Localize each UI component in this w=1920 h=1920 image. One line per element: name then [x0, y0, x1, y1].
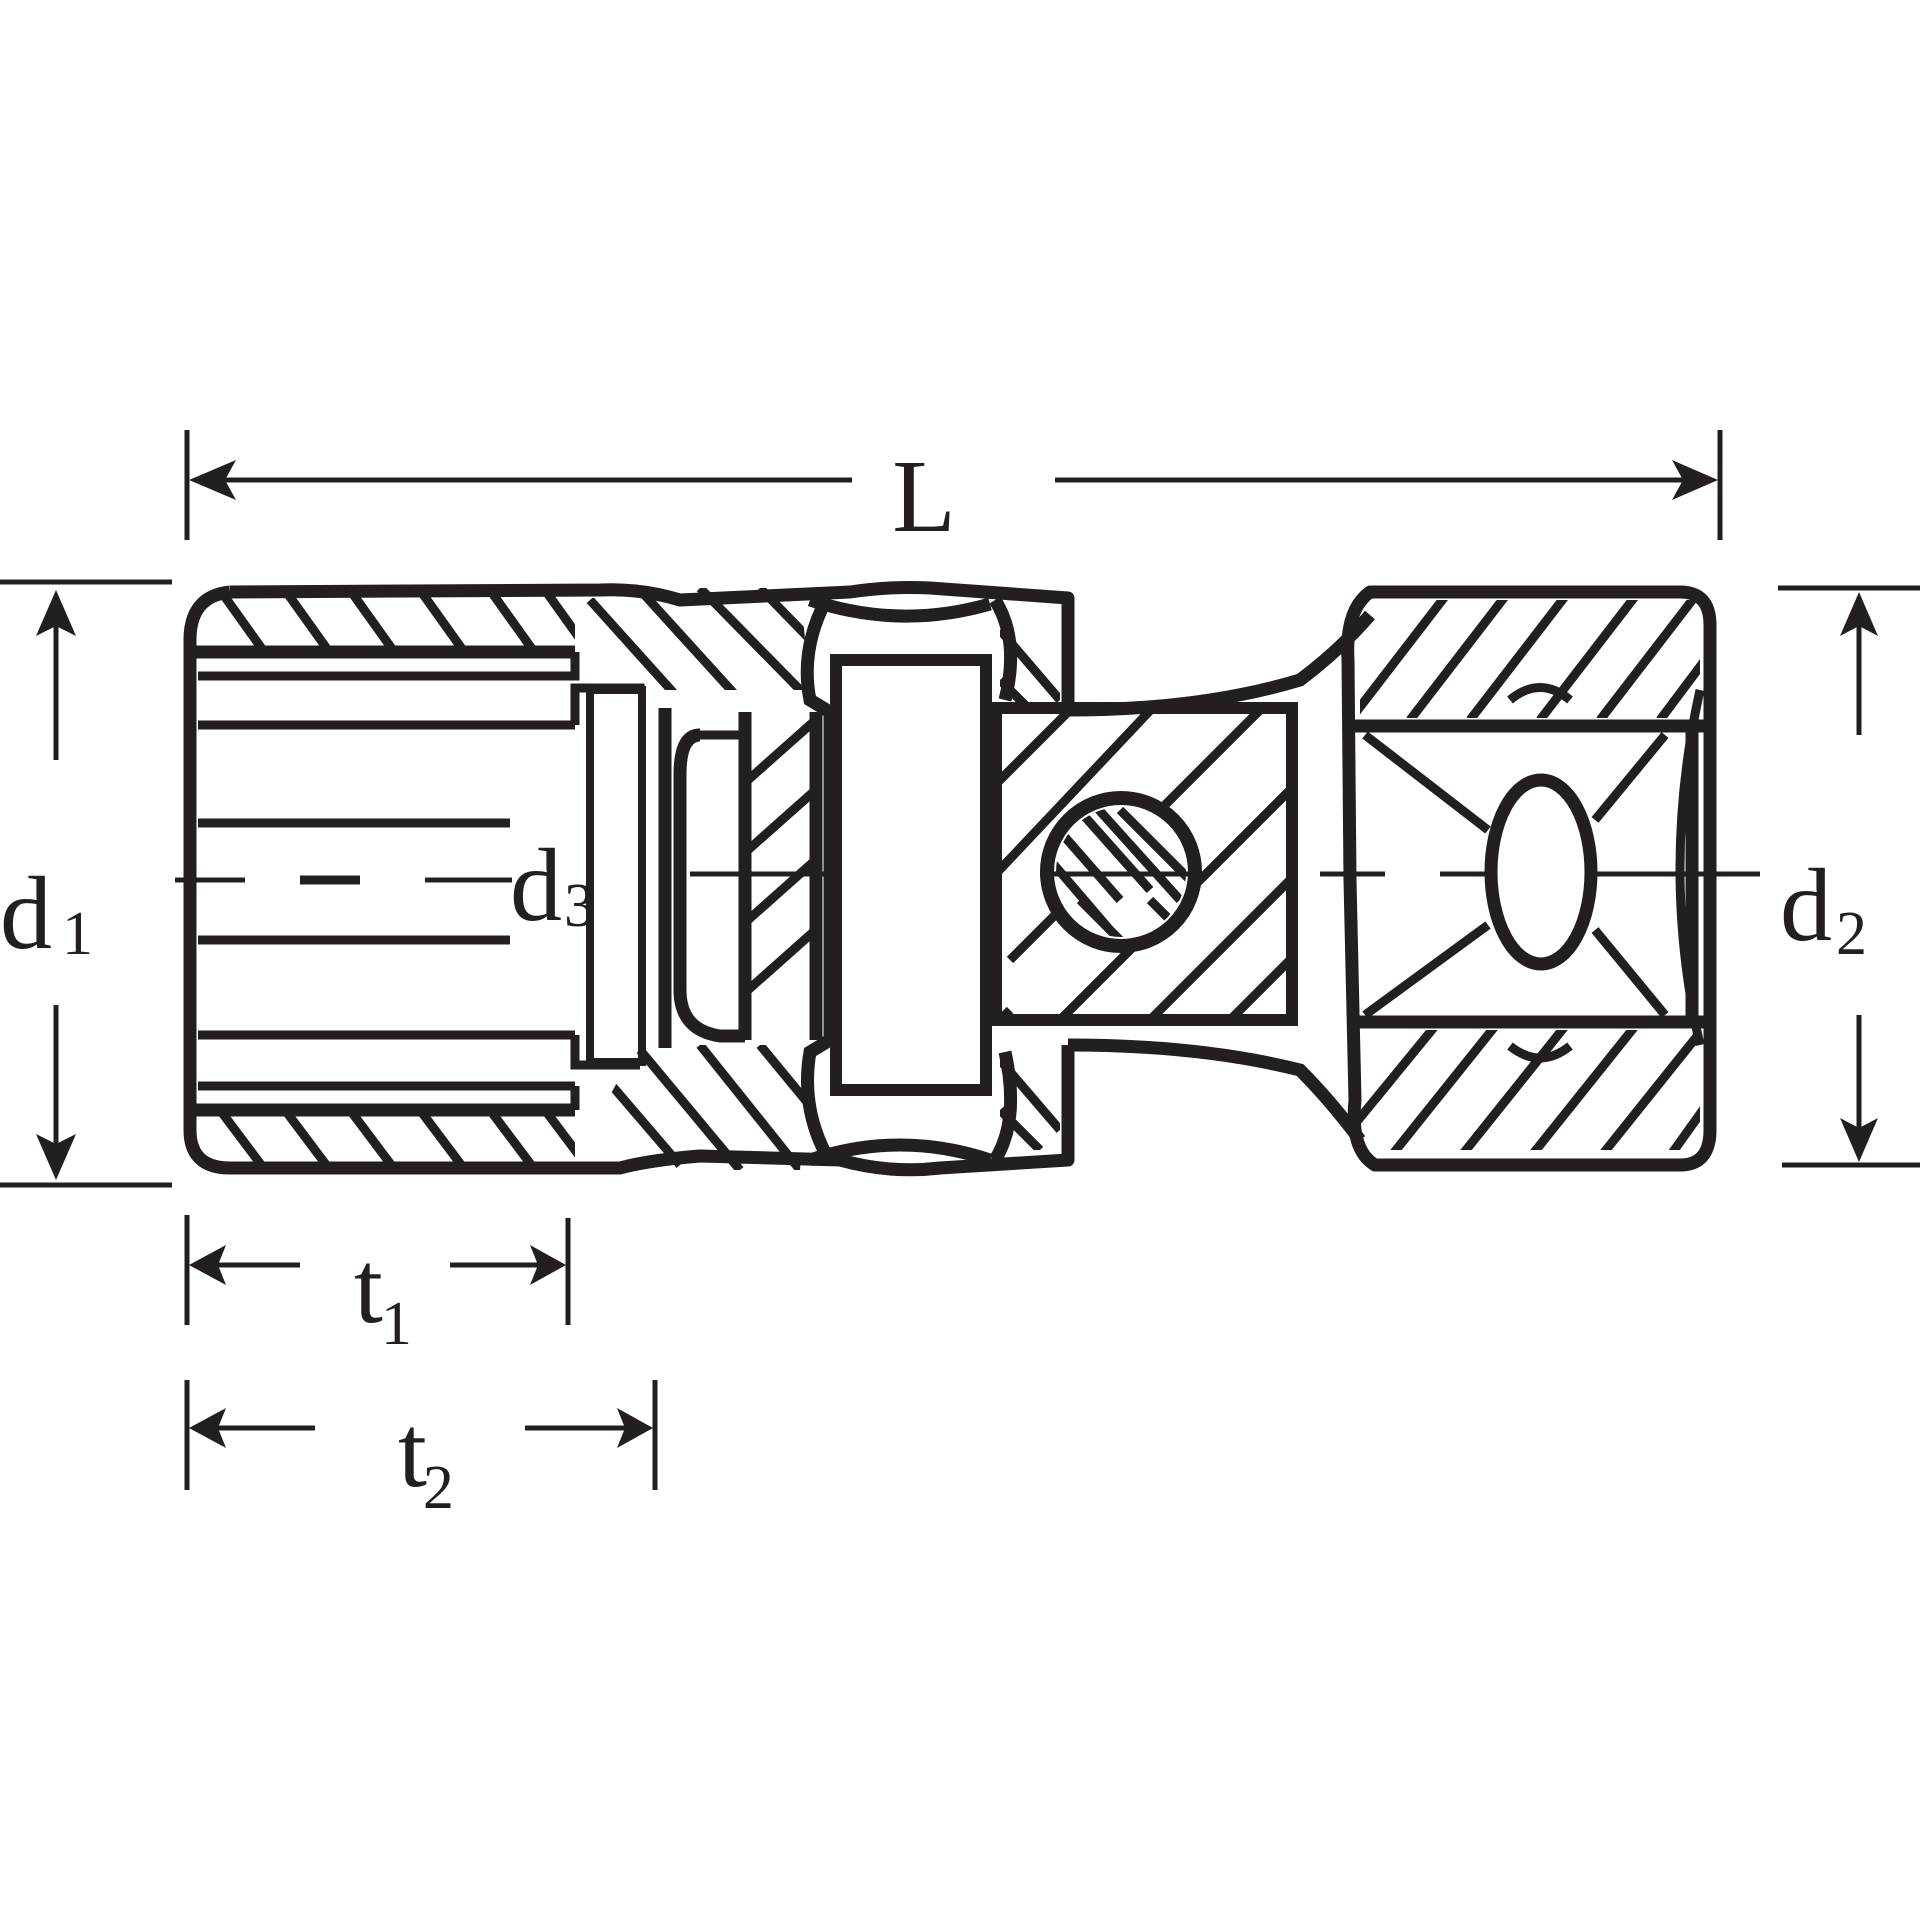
label-t1: t1: [354, 1230, 412, 1358]
label-d3: d3: [510, 828, 595, 943]
arrow-up-icon: [1840, 592, 1878, 636]
label-L: L: [892, 439, 956, 554]
dimension-t2: t2: [184, 1380, 658, 1522]
arrowhead-right-icon: [530, 1245, 566, 1285]
arrowhead-right-icon: [617, 1408, 653, 1448]
label-d2: d2: [1780, 848, 1867, 968]
label-t2: t2: [398, 1394, 454, 1522]
arrow-down-icon: [36, 1134, 76, 1180]
arrowhead-left-icon: [189, 460, 236, 500]
dimension-L: L: [184, 430, 1723, 554]
arrowhead-right-icon: [1672, 460, 1718, 500]
arrow-up-icon: [36, 590, 76, 636]
cross-pin-housing: [800, 593, 1298, 1167]
dimension-t1: t1: [184, 1215, 571, 1358]
arrow-down-icon: [1840, 1118, 1878, 1162]
drive-square-right: [1067, 585, 1717, 1172]
dimension-d2: d2: [1778, 585, 1920, 1168]
arrowhead-left-icon: [189, 1245, 226, 1285]
arrowhead-left-icon: [189, 1408, 226, 1448]
